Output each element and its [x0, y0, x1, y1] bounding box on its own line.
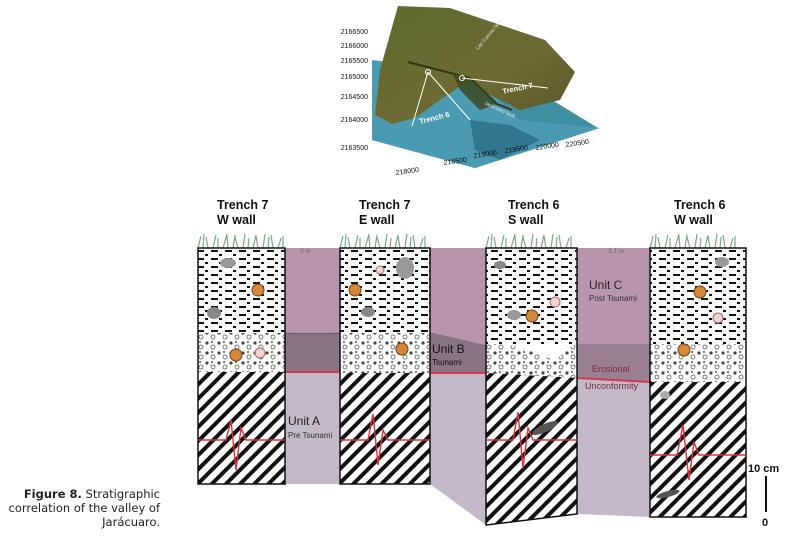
map-x-tick: 220500	[565, 139, 589, 149]
map-y-tick: 2165500	[341, 58, 368, 65]
caption-label: Figure 8.	[24, 487, 82, 501]
clast	[361, 307, 375, 317]
north-arrow: N 1	[507, 12, 520, 22]
north-arrow-label: N	[507, 15, 512, 22]
unit-b-band	[285, 333, 340, 372]
map-y-tick: 2165000	[341, 74, 368, 81]
map-x-tick: 218000	[395, 167, 419, 177]
unit-a-label: Unit A	[288, 414, 320, 428]
clast	[660, 391, 670, 399]
pottery-sherd	[678, 344, 690, 356]
unit-c-sublabel: Post Tsunami	[589, 294, 637, 303]
column-title-2: Trench 7 E wall	[359, 198, 410, 228]
grass-layer	[198, 234, 735, 248]
column-title-line1: Trench 6	[674, 198, 725, 213]
clast	[396, 257, 414, 279]
map-y-tick: 2164500	[341, 94, 368, 101]
scale-bar-top: 10 cm	[748, 463, 779, 475]
pottery-sherd	[349, 284, 361, 296]
column-title-line1: Trench 7	[217, 198, 268, 213]
column-title-3: Trench 6 S wall	[508, 198, 559, 228]
unit-b-layer	[486, 344, 577, 378]
clast	[507, 310, 521, 320]
grass-tuft	[340, 234, 425, 248]
map-y-tick: 2164000	[341, 117, 368, 124]
map-y-axis: 2166500 2166000 2165500 2165000 2164500 …	[341, 29, 368, 152]
bone-fragment	[376, 266, 384, 274]
north-arrow-num: 1	[516, 15, 520, 22]
clast	[715, 257, 729, 267]
clast	[220, 258, 236, 268]
unit-b-sublabel: Tsunami	[432, 358, 462, 367]
unit-a-layer	[340, 373, 430, 484]
pottery-sherd	[396, 343, 408, 355]
unit-b-band	[577, 344, 650, 382]
unit-c-band	[430, 248, 486, 345]
column-trench6-w	[650, 248, 746, 517]
unit-a-band	[285, 372, 340, 484]
bone-fragment	[713, 313, 723, 323]
column-title-line1: Trench 6	[508, 198, 559, 213]
column-title-4: Trench 6 W wall	[674, 198, 725, 228]
unit-b-label: Unit B	[432, 342, 465, 356]
unit-a-layer	[486, 373, 577, 525]
column-title-line2: S wall	[508, 213, 559, 228]
column-trench6-s	[486, 248, 577, 525]
pottery-sherd	[694, 286, 706, 298]
unit-a-band	[430, 373, 486, 525]
column-trench7-e	[340, 248, 430, 484]
map-y-tick: 2166000	[341, 43, 368, 50]
unit-a-band	[577, 378, 650, 517]
depth-label-left: 2 m	[300, 248, 311, 255]
bone-fragment	[550, 297, 560, 307]
erosional-label: Erosional	[592, 364, 630, 374]
unit-c-label: Unit C	[589, 278, 623, 292]
unit-c-layer	[198, 248, 285, 333]
pottery-sherd	[526, 310, 538, 322]
scale-bar: 10 cm 0	[748, 463, 779, 529]
bone-fragment	[255, 348, 265, 358]
depth-label-right: 3.1 m	[608, 248, 624, 255]
pottery-sherd	[252, 284, 264, 296]
column-title-line2: W wall	[217, 213, 268, 228]
grass-tuft	[486, 234, 571, 248]
column-title-1: Trench 7 W wall	[217, 198, 268, 228]
grass-tuft	[650, 234, 735, 248]
pottery-sherd	[230, 349, 242, 361]
unit-c-band	[285, 248, 340, 333]
unit-b-layer	[340, 333, 430, 373]
map-y-tick: 2163500	[341, 145, 368, 152]
map-y-tick: 2166500	[341, 29, 368, 36]
unit-a-sublabel: Pre Tsunami	[288, 431, 333, 440]
column-title-line1: Trench 7	[359, 198, 410, 213]
clast	[494, 261, 506, 269]
clast	[207, 307, 221, 319]
column-title-line2: E wall	[359, 213, 410, 228]
column-trench7-w	[198, 248, 285, 484]
scale-bar-bottom: 0	[762, 517, 768, 529]
figure-caption: Figure 8. Stratigraphic correlation of t…	[0, 487, 160, 529]
column-title-line2: W wall	[674, 213, 725, 228]
unconformity-label: Unconformity	[585, 381, 639, 391]
unit-b-layer	[650, 344, 746, 382]
grass-tuft	[198, 234, 283, 248]
